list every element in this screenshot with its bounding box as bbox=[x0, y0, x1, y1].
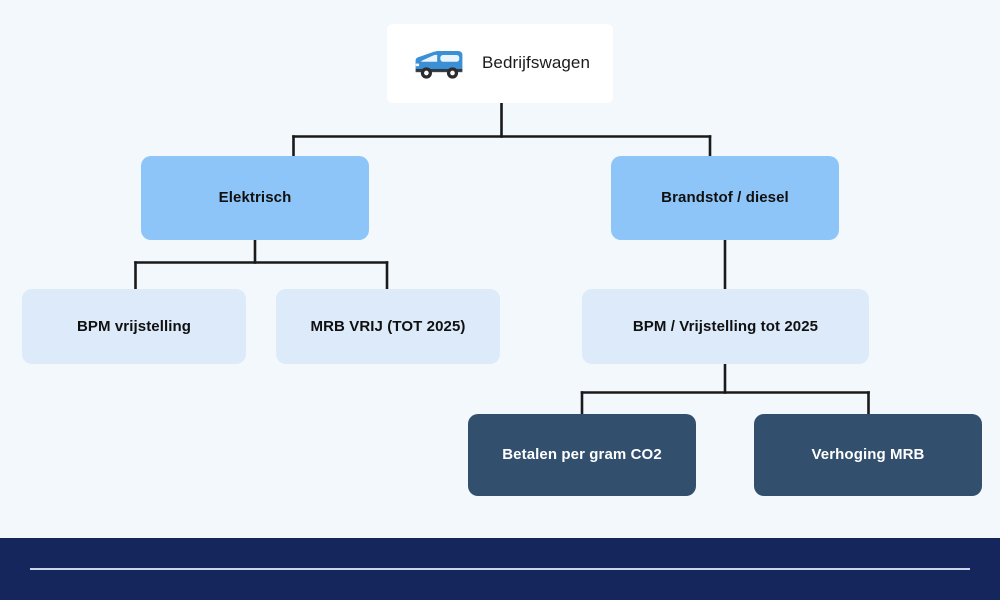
node-label: BPM / Vrijstelling tot 2025 bbox=[632, 317, 819, 335]
node-betalen-per-gram-co2[interactable]: Betalen per gram CO2 bbox=[468, 414, 696, 496]
node-bpm-vrijstelling-tot-2025[interactable]: BPM / Vrijstelling tot 2025 bbox=[582, 289, 869, 364]
van-icon bbox=[415, 50, 463, 79]
footer-bar bbox=[0, 538, 1000, 600]
node-label: Verhoging MRB bbox=[811, 446, 925, 463]
node-label: MRB VRIJ (TOT 2025) bbox=[310, 317, 466, 335]
node-elektrisch[interactable]: Elektrisch bbox=[141, 156, 369, 240]
node-label: Brandstof / diesel bbox=[661, 189, 789, 206]
node-verhoging-mrb[interactable]: Verhoging MRB bbox=[754, 414, 982, 496]
node-label: Betalen per gram CO2 bbox=[502, 446, 662, 463]
node-bpm-vrijstelling[interactable]: BPM vrijstelling bbox=[22, 289, 246, 364]
node-bedrijfswagen[interactable]: Bedrijfswagen bbox=[387, 24, 613, 103]
node-label: Bedrijfswagen bbox=[481, 53, 591, 73]
node-mrb-vrij-tot-2025[interactable]: MRB VRIJ (TOT 2025) bbox=[276, 289, 500, 364]
footer-divider-rule bbox=[30, 568, 970, 570]
node-brandstof-diesel[interactable]: Brandstof / diesel bbox=[611, 156, 839, 240]
node-label: Elektrisch bbox=[218, 189, 292, 206]
node-label: BPM vrijstelling bbox=[76, 317, 192, 335]
